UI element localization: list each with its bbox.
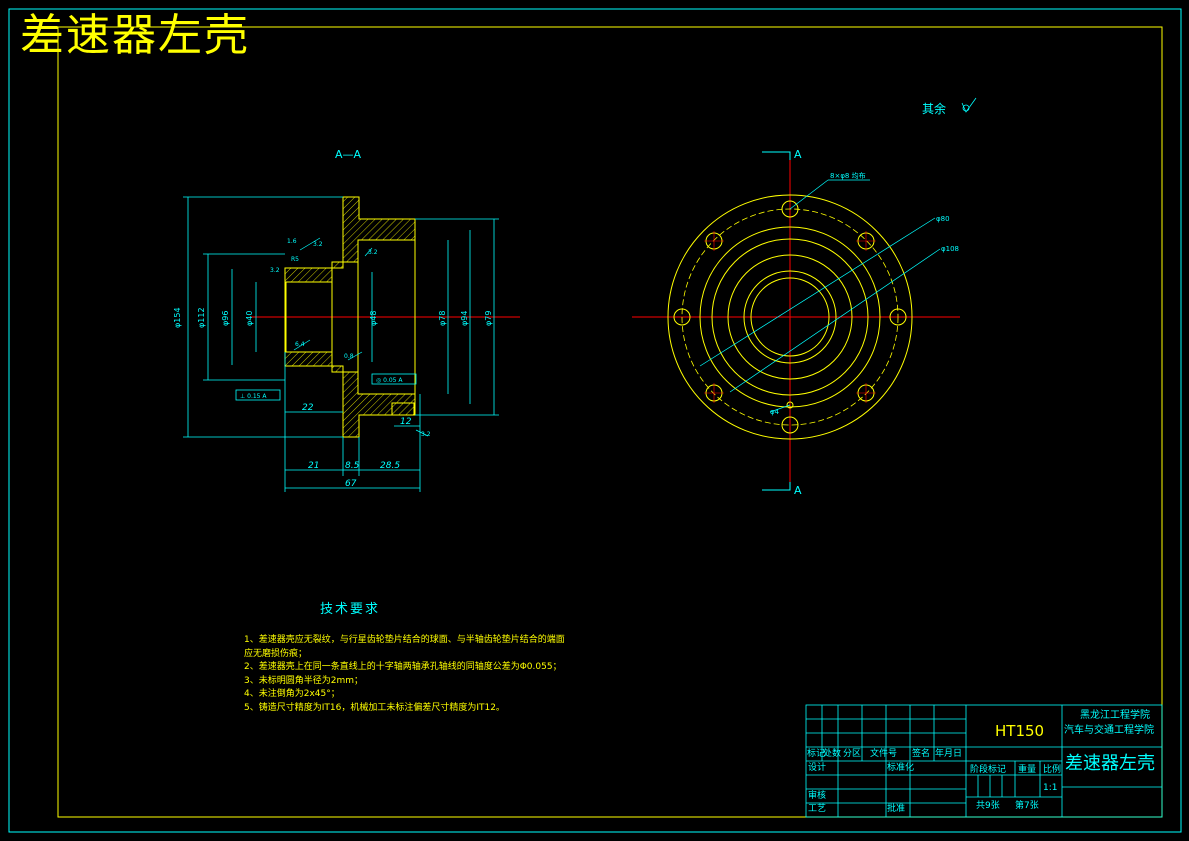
roughness-note: 其余: [922, 101, 946, 116]
roughness-3: 3.2: [368, 249, 378, 256]
dim-phi96: φ96: [221, 311, 230, 326]
svg-text:⊥ 0.15 A: ⊥ 0.15 A: [240, 393, 267, 400]
dim-phi48: φ48: [369, 311, 378, 326]
label-bolt-holes: 8×φ8 均布: [830, 171, 866, 180]
tech-req-item: 应无磨损伤痕；: [244, 648, 308, 659]
label-phi108: φ108: [941, 245, 959, 253]
material-label: HT150: [995, 722, 1045, 740]
row-process: 工艺: [808, 804, 827, 814]
hdr-count: 处数: [823, 749, 842, 759]
roughness-1: 1.6: [287, 238, 297, 245]
outer-border: [8, 8, 1182, 833]
section-label: A—A: [335, 148, 362, 161]
label-phi4: φ4: [770, 408, 780, 416]
tolerance-frame-2: ◎ 0.05 A: [371, 373, 417, 385]
hub-circle-1: [699, 226, 881, 408]
tech-req-item: 4、未注倒角为2x45°；: [244, 689, 340, 699]
part-name: 差速器左壳: [1065, 753, 1155, 774]
front-view: 8×φ8 均布 φ80 φ108 φ4 A A 其余: [632, 97, 977, 497]
vertical-dims: [183, 196, 499, 438]
dim-r5: R5: [291, 256, 299, 263]
weight-label: 重量: [1018, 765, 1037, 775]
inner-frame: [57, 26, 1163, 818]
bore-circle-1: [743, 270, 837, 364]
row-standard: 标准化: [887, 763, 915, 773]
dim-28-5: 28.5: [380, 461, 400, 471]
dim-67: 67: [345, 479, 357, 489]
roughness-7: 3.2: [421, 431, 431, 438]
tech-req-item: 1、差速器壳应无裂纹，与行星齿轮垫片结合的球面、与半轴齿轮垫片结合的端面: [244, 635, 565, 645]
dim-phi79: φ79: [484, 311, 493, 326]
section-view: A—A: [173, 148, 520, 492]
bore-circle-2: [750, 277, 830, 357]
dim-21: 21: [308, 461, 319, 471]
dim-phi112: φ112: [197, 307, 206, 328]
dim-12: 12: [400, 417, 412, 427]
tech-req-title: 技术要求: [320, 602, 381, 617]
upper-profile: [284, 196, 416, 283]
tech-req-item: 5、铸造尺寸精度为IT16，机械加工未标注偏差尺寸精度为IT12。: [244, 702, 505, 713]
dim-phi94: φ94: [460, 311, 469, 326]
hub-circle-2: [711, 238, 869, 396]
label-phi80: φ80: [936, 215, 950, 223]
dim-phi78: φ78: [438, 311, 447, 326]
stage-mark: 阶段标记: [970, 765, 1007, 775]
roughness-2: 3.2: [313, 241, 323, 248]
tolerance-frame-1: ⊥ 0.15 A: [235, 389, 281, 401]
hdr-zone: 分区: [843, 749, 862, 759]
section-mark-bottom: A: [794, 484, 802, 497]
dim-phi40: φ40: [245, 311, 254, 326]
drawing-title: 差速器左壳: [20, 10, 250, 61]
svg-text:◎ 0.05 A: ◎ 0.05 A: [376, 377, 403, 384]
row-review: 审核: [808, 791, 827, 801]
tech-req-item: 3、未标明圆角半径为2mm；: [244, 675, 363, 686]
hub-circle-3: [727, 254, 853, 380]
sheets-total: 共9张: [976, 801, 1000, 811]
school-line-1: 黑龙江工程学院: [1080, 710, 1150, 721]
title-block: [805, 704, 1163, 818]
outer-flange-circle: [667, 194, 913, 440]
scale-value: 1:1: [1043, 783, 1058, 793]
roughness-5: 6.4: [295, 341, 305, 348]
hdr-sign: 签名: [912, 749, 931, 759]
row-design: 设计: [808, 763, 827, 773]
dim-phi154: φ154: [173, 307, 182, 328]
roughness-4: 3.2: [270, 267, 280, 274]
lower-profile: [284, 351, 416, 438]
tech-req-list: 1、差速器壳应无裂纹，与行星齿轮垫片结合的球面、与半轴齿轮垫片结合的端面 应无磨…: [244, 634, 565, 715]
roughness-6: 0.8: [344, 353, 354, 360]
scale-label: 比例: [1043, 765, 1062, 775]
section-arrows: [762, 151, 791, 491]
sheet-number: 第7张: [1015, 801, 1039, 811]
section-mark-top: A: [794, 148, 802, 161]
row-approve: 批准: [887, 804, 906, 814]
roughness-symbol: [961, 97, 977, 113]
hdr-file: 文件号: [870, 749, 898, 759]
hdr-mark: 标记: [807, 749, 826, 759]
dim-22: 22: [302, 403, 314, 413]
school-line-2: 汽车与交通工程学院: [1064, 725, 1154, 736]
tech-req-item: 2、差速器壳上在同一条直线上的十字轴两轴承孔轴线的同轴度公差为Φ0.055；: [244, 662, 562, 672]
horizontal-dims: [284, 352, 421, 492]
dim-8-5: 8.5: [345, 461, 360, 471]
hdr-date: 年月日: [935, 749, 963, 759]
